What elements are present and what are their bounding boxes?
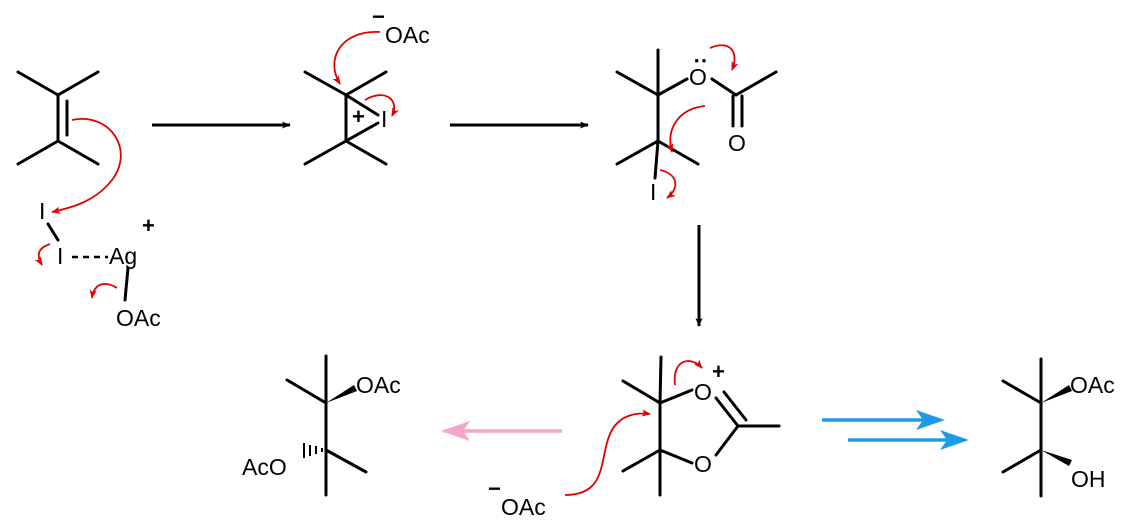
- external-acetate-label: OAc: [501, 494, 546, 520]
- acetate-anion-charge: −: [372, 4, 385, 29]
- woodward-arrowhead-1: [916, 410, 945, 430]
- silver-label: Ag: [109, 243, 137, 269]
- external-acetate-charge: −: [488, 476, 501, 501]
- ester-oxygen-lone-pair: ‥: [693, 42, 708, 67]
- iodo-acetate-intermediate: O ‥ O I: [615, 42, 778, 205]
- diacetate-top-label: OAc: [356, 372, 401, 398]
- hydroxy-acetate-top-label: OAc: [1070, 372, 1115, 398]
- step2-curved-arrows: [332, 31, 399, 117]
- trans-diacetate-product: OAc AcO: [242, 354, 401, 497]
- carbonyl-oxygen-label: O: [728, 130, 746, 156]
- ring-oxygen-top-label: O: [694, 379, 712, 405]
- iodine-substituent-label: I: [650, 179, 656, 205]
- ring-oxygen-top-charge: +: [712, 359, 725, 384]
- iodine-top-label: I: [39, 198, 45, 224]
- iodine-silver-acetate-complex: I I Ag + OAc: [39, 198, 161, 331]
- iodine-bottom-label: I: [57, 243, 63, 269]
- cis-hydroxy-acetate-product: OAc OH: [1001, 357, 1115, 498]
- woodward-arrowhead-2: [940, 430, 969, 450]
- diacetate-bottom-label: AcO: [242, 454, 287, 480]
- dioxolanylium-cation: O + O − OAc: [488, 355, 781, 520]
- wedge-bond-oh: [1041, 450, 1072, 466]
- silver-acetate-label: OAc: [116, 305, 161, 331]
- hash-bond-aco: [303, 443, 323, 458]
- prevost-arrowhead: [441, 421, 470, 441]
- step3-curved-arrows: [659, 44, 739, 199]
- wedge-bond-oac-2: [1041, 385, 1072, 403]
- ester-oxygen-label: O: [689, 64, 707, 90]
- wedge-bond-oac: [326, 385, 357, 403]
- acetate-anion-label: OAc: [385, 22, 430, 48]
- step1-curved-arrows: [34, 118, 122, 299]
- tetramethylethylene: [16, 70, 100, 166]
- ring-oxygen-bottom-label: O: [694, 451, 712, 477]
- iodonium-charge: +: [352, 104, 365, 129]
- iodonium-ion: I + − OAc: [303, 4, 430, 166]
- step4-curved-arrows: [564, 359, 703, 496]
- hydroxy-acetate-bottom-label: OH: [1071, 466, 1106, 492]
- silver-charge: +: [142, 213, 155, 238]
- iodonium-iodine-label: I: [381, 106, 387, 132]
